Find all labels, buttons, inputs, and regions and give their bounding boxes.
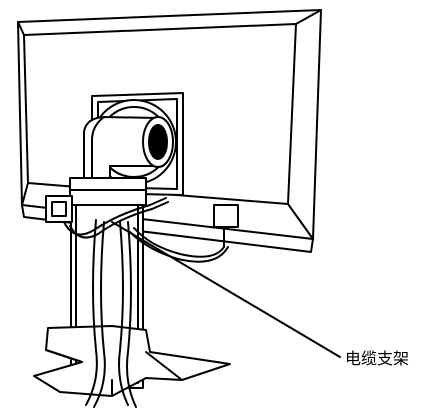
cable-holder-label: 电缆支架 <box>345 349 410 368</box>
cables <box>63 197 239 408</box>
stand-base <box>33 325 231 397</box>
callout-leader-line <box>111 221 341 358</box>
